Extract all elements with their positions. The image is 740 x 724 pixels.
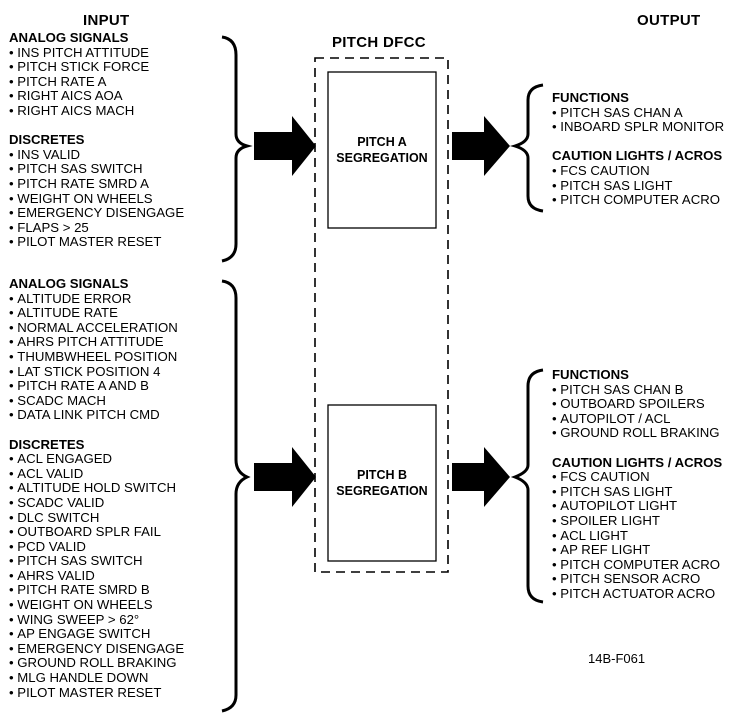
pitch-a-label-line1: PITCH A: [357, 135, 407, 149]
list-item: PITCH ACTUATOR ACRO: [552, 586, 722, 602]
list-item: PITCH COMPUTER ACRO: [552, 193, 724, 208]
list-item: FCS CAUTION: [552, 470, 722, 485]
input-b-analog-title: ANALOG SIGNALS: [9, 276, 129, 291]
list-item: PITCH SAS CHAN B: [552, 382, 722, 398]
list-item: GROUND ROLL BRAKING: [9, 656, 184, 671]
list-item: OUTBOARD SPOILERS: [552, 397, 722, 412]
list-item: PILOT MASTER RESET: [9, 685, 184, 701]
output-b-arrow: [452, 447, 510, 507]
list-item: SCADC VALID: [9, 495, 184, 511]
list-item: ALTITUDE ERROR: [9, 291, 184, 307]
input-a-analog-title: ANALOG SIGNALS: [9, 30, 129, 45]
list-item: ALTITUDE HOLD SWITCH: [9, 481, 184, 496]
list-item: PITCH RATE SMRD B: [9, 583, 184, 598]
list-item: PITCH RATE SMRD A: [9, 176, 184, 192]
input-b-arrow: [254, 447, 316, 507]
input-b-block: ANALOG SIGNALS ALTITUDE ERROR ALTITUDE R…: [9, 276, 184, 701]
list-item: EMERGENCY DISENGAGE: [9, 206, 184, 221]
output-a-lights-title: CAUTION LIGHTS / ACROS: [552, 148, 723, 164]
list-item: PITCH SAS CHAN A: [552, 105, 724, 121]
input-header: INPUT: [83, 12, 130, 29]
output-a-brace: [509, 83, 544, 213]
list-item: PITCH SAS LIGHT: [552, 484, 722, 500]
input-b-discretes-title: DISCRETES: [9, 436, 85, 452]
list-item: PILOT MASTER RESET: [9, 235, 184, 250]
list-item: SCADC MACH: [9, 393, 184, 409]
list-item: PITCH COMPUTER ACRO: [552, 557, 722, 573]
output-header: OUTPUT: [637, 12, 701, 29]
input-a-brace: [221, 35, 253, 263]
list-item: THUMBWHEEL POSITION: [9, 349, 184, 365]
list-item: SPOILER LIGHT: [552, 513, 722, 529]
pitch-a-segregation-label: PITCH A SEGREGATION: [328, 72, 436, 228]
pitch-a-label-line2: SEGREGATION: [336, 151, 428, 165]
list-item: PCD VALID: [9, 539, 184, 555]
output-b-functions-title: FUNCTIONS: [552, 367, 629, 382]
list-item: ACL LIGHT: [552, 528, 722, 544]
output-a-block: FUNCTIONS PITCH SAS CHAN A INBOARD SPLR …: [552, 90, 724, 208]
list-item: FCS CAUTION: [552, 163, 724, 179]
list-item: PITCH STICK FORCE: [9, 60, 184, 75]
list-item: AP ENGAGE SWITCH: [9, 627, 184, 642]
output-a-functions-title: FUNCTIONS: [552, 90, 629, 105]
pitch-b-label-line2: SEGREGATION: [336, 484, 428, 498]
output-b-block: FUNCTIONS PITCH SAS CHAN B OUTBOARD SPOI…: [552, 367, 723, 602]
list-item: WEIGHT ON WHEELS: [9, 597, 184, 613]
list-item: PITCH SAS SWITCH: [9, 554, 184, 569]
list-item: GROUND ROLL BRAKING: [552, 426, 722, 441]
output-a-arrow: [452, 116, 510, 176]
list-item: PITCH SAS SWITCH: [9, 162, 184, 177]
input-a-arrow: [254, 116, 316, 176]
list-item: WING SWEEP > 62°: [9, 612, 184, 628]
list-item: PITCH SENSOR ACRO: [552, 572, 722, 587]
pitch-b-segregation-label: PITCH B SEGREGATION: [328, 405, 436, 561]
output-b-brace: [510, 368, 544, 604]
input-a-discretes-title: DISCRETES: [9, 132, 85, 148]
list-item: ACL ENGAGED: [9, 452, 184, 467]
pitch-a-segregation-box: [327, 71, 437, 229]
list-item: AUTOPILOT LIGHT: [552, 499, 722, 514]
input-b-brace: [221, 279, 251, 713]
list-item: INBOARD SPLR MONITOR: [552, 120, 724, 135]
list-item: PITCH SAS LIGHT: [552, 178, 724, 194]
output-b-lights-title: CAUTION LIGHTS / ACROS: [552, 454, 723, 470]
list-item: ACL VALID: [9, 466, 184, 482]
list-item: RIGHT AICS MACH: [9, 103, 184, 119]
list-item: ALTITUDE RATE: [9, 306, 184, 321]
pitch-b-label-line1: PITCH B: [357, 468, 407, 482]
list-item: OUTBOARD SPLR FAIL: [9, 524, 184, 540]
list-item: PITCH RATE A: [9, 74, 184, 90]
list-item: NORMAL ACCELERATION: [9, 320, 184, 336]
list-item: RIGHT AICS AOA: [9, 89, 184, 104]
list-item: AP REF LIGHT: [552, 543, 722, 558]
pitch-dfcc-frame: [314, 57, 449, 573]
list-item: PITCH RATE A AND B: [9, 379, 184, 394]
list-item: DATA LINK PITCH CMD: [9, 408, 184, 423]
list-item: MLG HANDLE DOWN: [9, 670, 184, 686]
list-item: LAT STICK POSITION 4: [9, 364, 184, 380]
pitch-dfcc-title: PITCH DFCC: [332, 34, 426, 51]
figure-id: 14B-F061: [588, 651, 646, 666]
list-item: AUTOPILOT / ACL: [552, 411, 722, 427]
list-item: AHRS VALID: [9, 568, 184, 584]
list-item: EMERGENCY DISENGAGE: [9, 641, 184, 657]
list-item: INS VALID: [9, 147, 184, 163]
list-item: AHRS PITCH ATTITUDE: [9, 335, 184, 350]
list-item: DLC SWITCH: [9, 510, 184, 526]
list-item: FLAPS > 25: [9, 220, 184, 236]
list-item: WEIGHT ON WHEELS: [9, 191, 184, 207]
input-a-block: ANALOG SIGNALS INS PITCH ATTITUDE PITCH …: [9, 30, 184, 250]
list-item: INS PITCH ATTITUDE: [9, 45, 184, 61]
pitch-b-segregation-box: [327, 404, 437, 562]
